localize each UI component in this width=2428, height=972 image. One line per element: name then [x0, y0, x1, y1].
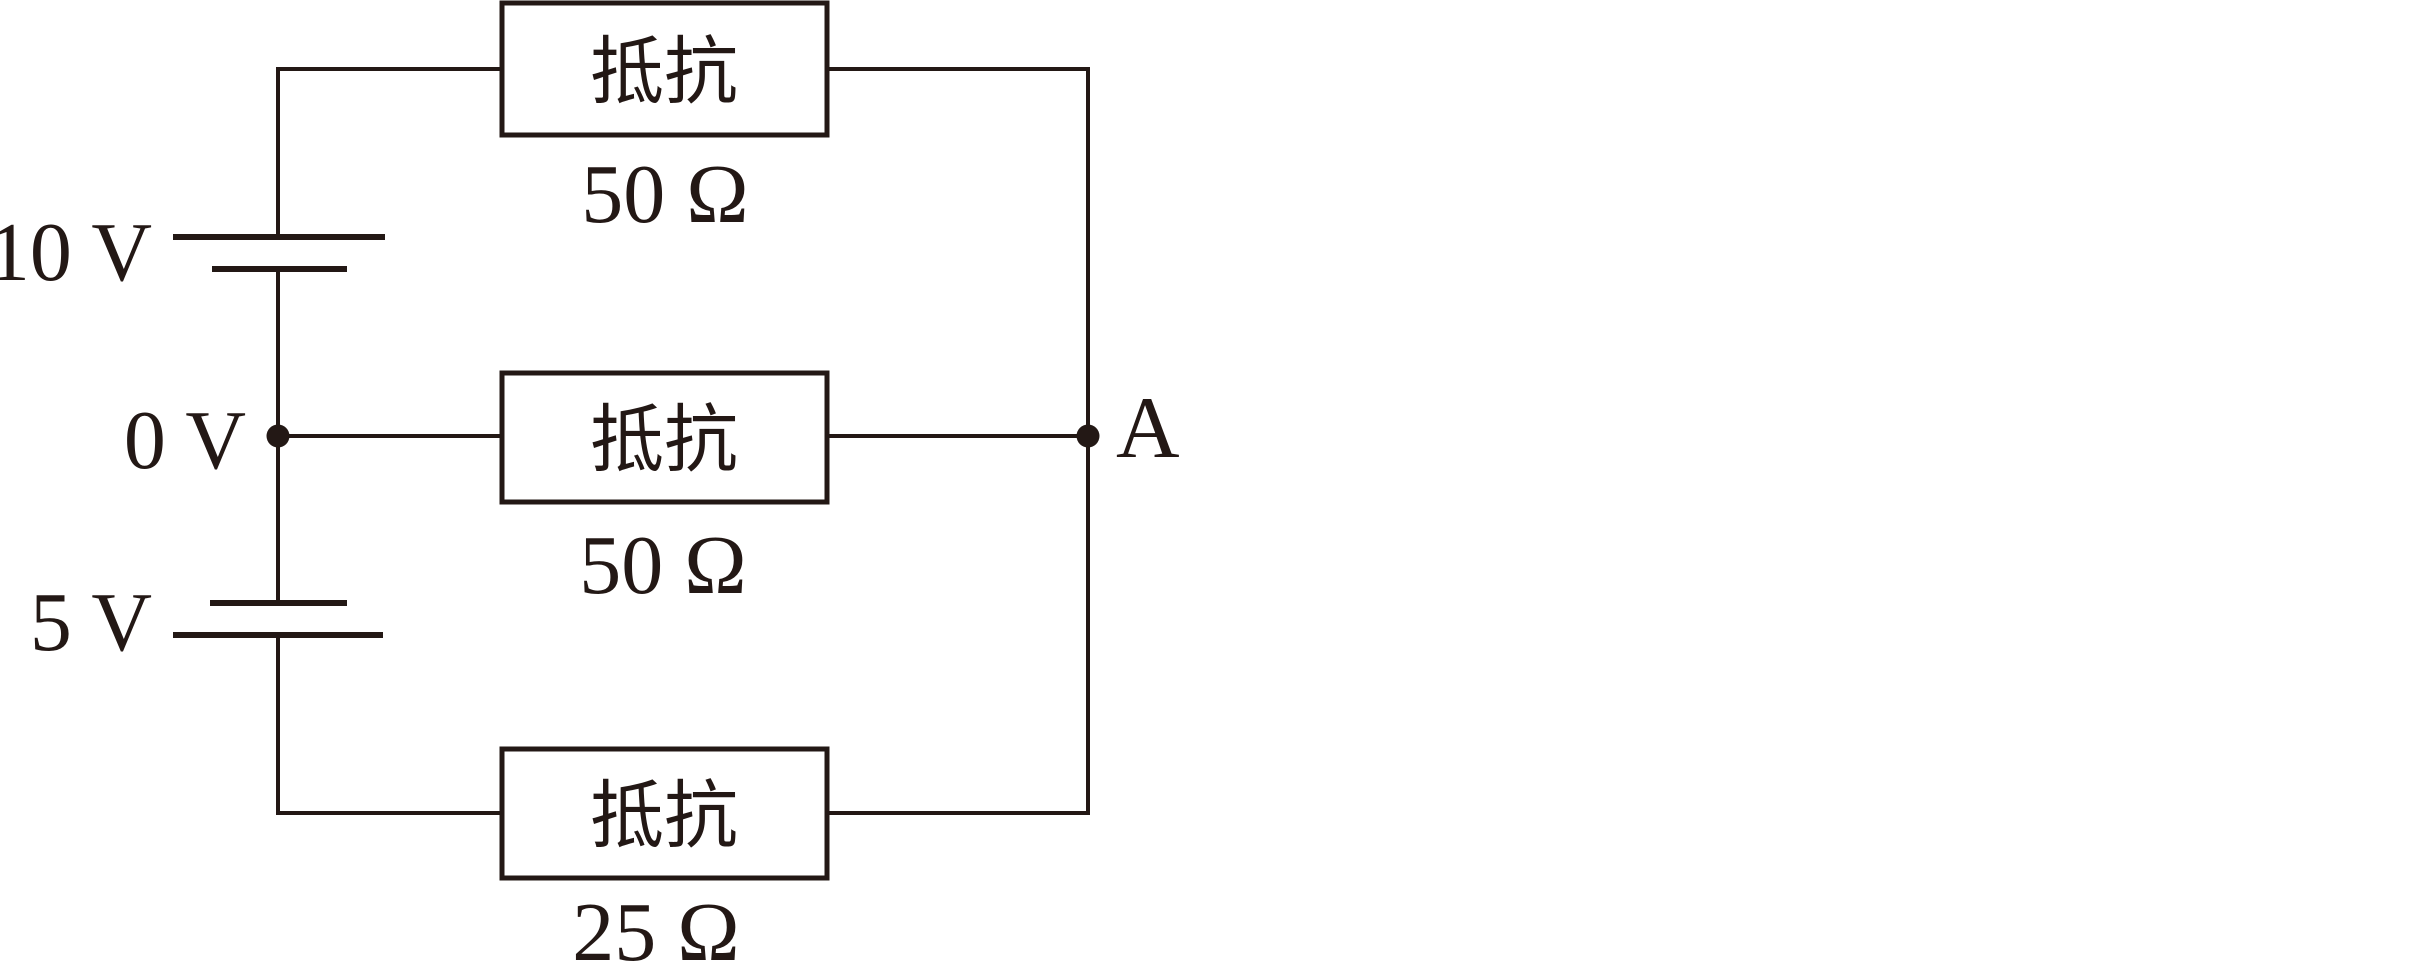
- resistor-box-top: [499, 0, 830, 138]
- node-a-label: A: [1116, 380, 1180, 477]
- voltage-label-10v: 10 V: [0, 206, 152, 299]
- resistor-label-middle: 抵抗: [590, 400, 738, 482]
- resistor-box-bottom: [499, 746, 830, 881]
- resistor-box-middle: [499, 370, 830, 505]
- voltage-label-5v: 5 V: [30, 576, 152, 669]
- resistor-value-middle: 50 Ω: [579, 519, 746, 612]
- resistor-label-top: 抵抗: [590, 32, 738, 114]
- resistor-value-top: 50 Ω: [581, 148, 748, 241]
- resistor-value-bottom: 25 Ω: [572, 886, 739, 972]
- node-dot-0v: [266, 424, 290, 448]
- node-dot-a: [1076, 424, 1100, 448]
- resistor-label-bottom: 抵抗: [590, 776, 738, 858]
- voltage-label-0v: 0 V: [124, 394, 246, 487]
